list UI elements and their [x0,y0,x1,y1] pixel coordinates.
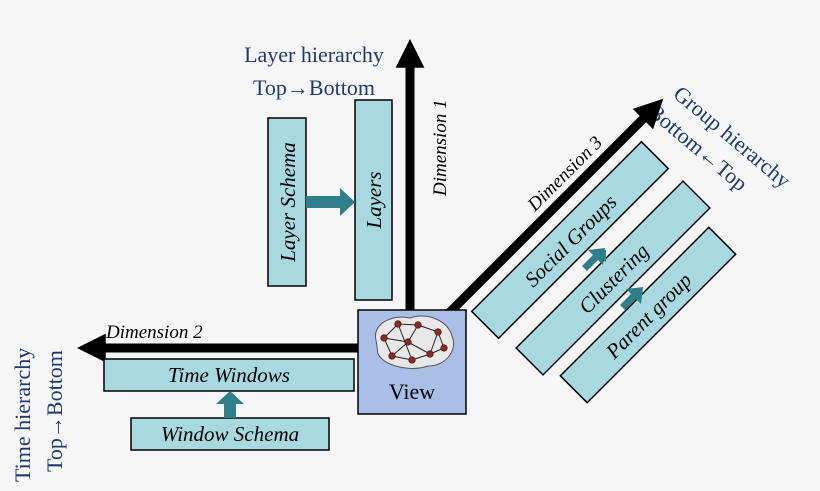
parent-group-box [559,226,737,404]
time-windows-box [103,358,355,392]
layers-box [354,99,393,301]
layer-schema-box [267,117,307,287]
view-label: View [389,379,435,404]
layer-hierarchy-direction: Top→Bottom [253,75,375,100]
network-graph-icon [375,315,454,369]
clustering-to-social-groups-arrow [582,248,605,271]
time-hierarchy-direction: Top→Bottom [42,350,67,472]
window-schema-box [130,417,330,451]
time-windows-label: Time Windows [168,363,290,387]
parent-group-to-clustering-arrow [620,287,643,310]
layer-hierarchy-label: Layer hierarchy [244,42,384,67]
time-hierarchy-label: Time hierarchy [10,348,35,482]
layers-label: Layers [362,171,386,229]
social-groups-box [470,140,670,340]
dimension-2-label: Dimension 2 [105,322,203,343]
layer-schema-label: Layer Schema [276,142,300,263]
layer-schema-to-layers-connector [306,188,355,216]
dimension-3-axis [436,98,664,326]
window-schema-to-time-windows-connector [216,391,244,418]
dimension-1-label: Dimension 1 [430,99,451,197]
clustering-box [515,180,711,376]
window-schema-label: Window Schema [161,422,299,446]
